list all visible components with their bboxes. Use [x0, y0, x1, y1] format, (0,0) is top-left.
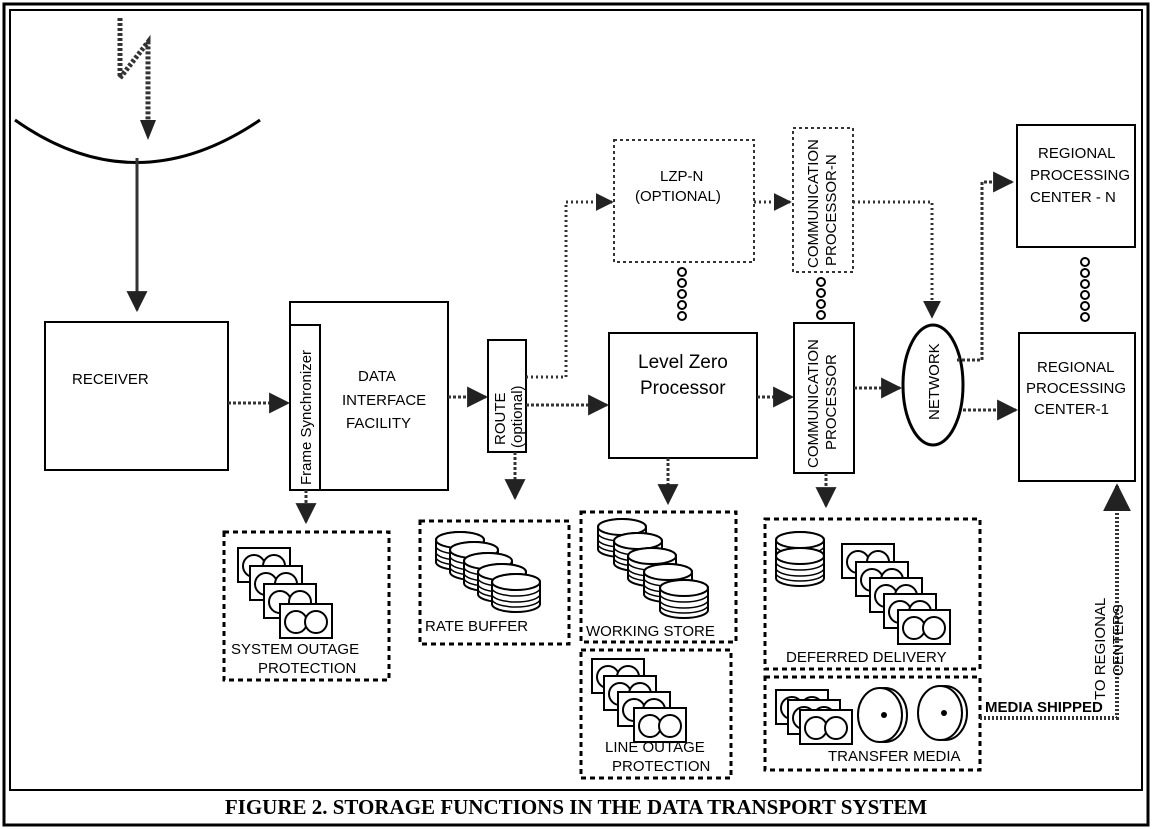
- deferred-delivery-label: DEFERRED DELIVERY: [786, 649, 947, 666]
- dif-label-2: INTERFACE: [342, 392, 426, 409]
- antenna-dish-icon: [15, 120, 260, 163]
- lightning-signal-icon: [120, 18, 148, 120]
- frame-synchronizer-label: Frame Synchronizer: [298, 350, 315, 485]
- line-outage-label-1: LINE OUTAGE: [605, 739, 705, 756]
- lzp-n-optional-label: (OPTIONAL): [635, 188, 721, 205]
- rpc-n-label-3: CENTER - N: [1030, 189, 1116, 206]
- arrow-network-rpcn: [957, 182, 1012, 360]
- rpc-n-label-1: REGIONAL: [1038, 145, 1116, 162]
- network-label: NETWORK: [926, 343, 943, 420]
- deferred-delivery-media-icon: [776, 532, 950, 644]
- rpc-ellipsis-dots: [1081, 258, 1089, 321]
- arrow-route-lzpn: [526, 202, 612, 377]
- dif-label-1: DATA: [358, 368, 396, 385]
- dif-label-3: FACILITY: [346, 415, 411, 432]
- route-optional-label: (optional): [509, 385, 526, 448]
- to-regional-label-2: CENTERS: [1110, 604, 1127, 676]
- rpc-n-block: [1017, 125, 1135, 247]
- comm-n-label-1: COMMUNICATION: [805, 139, 822, 268]
- system-outage-label-1: SYSTEM OUTAGE: [231, 641, 359, 658]
- rate-buffer-label: RATE BUFFER: [425, 618, 528, 635]
- comm-label-2: PROCESSOR: [823, 354, 840, 450]
- system-outage-label-2: PROTECTION: [258, 660, 356, 677]
- transfer-media-icon: [776, 686, 967, 744]
- receiver-label: RECEIVER: [72, 371, 149, 388]
- rpc-1-label-1: REGIONAL: [1037, 359, 1115, 376]
- media-shipped-label: MEDIA SHIPPED: [985, 699, 1103, 716]
- line-outage-tapes-icon: [592, 659, 686, 742]
- figure-caption: FIGURE 2. STORAGE FUNCTIONS IN THE DATA …: [225, 795, 928, 819]
- comm-n-label-2: PROCESSOR-N: [823, 154, 840, 266]
- rate-buffer-disks-icon: [436, 532, 540, 612]
- working-store-label: WORKING STORE: [586, 623, 715, 640]
- rpc-n-label-2: PROCESSING: [1030, 167, 1130, 184]
- route-label: ROUTE: [492, 393, 509, 446]
- rpc-1-label-2: PROCESSING: [1026, 380, 1126, 397]
- arrow-commn-network: [853, 202, 932, 317]
- comm-ellipsis-dots: [817, 278, 825, 319]
- lightning-arrowhead: [140, 120, 156, 140]
- lzp-label-2: Processor: [640, 378, 726, 399]
- lzp-ellipsis-dots: [678, 268, 686, 320]
- to-regional-label-1: TO REGIONAL: [1092, 598, 1109, 700]
- lzp-n-label: LZP-N: [660, 168, 703, 185]
- transfer-media-label: TRANSFER MEDIA: [828, 748, 961, 765]
- lzp-label-1: Level Zero: [638, 352, 728, 373]
- receiver-block: [45, 322, 228, 470]
- line-outage-label-2: PROTECTION: [612, 758, 710, 775]
- rpc-1-label-3: CENTER-1: [1034, 401, 1109, 418]
- comm-label-1: COMMUNICATION: [805, 339, 822, 468]
- working-store-disks-icon: [598, 519, 708, 618]
